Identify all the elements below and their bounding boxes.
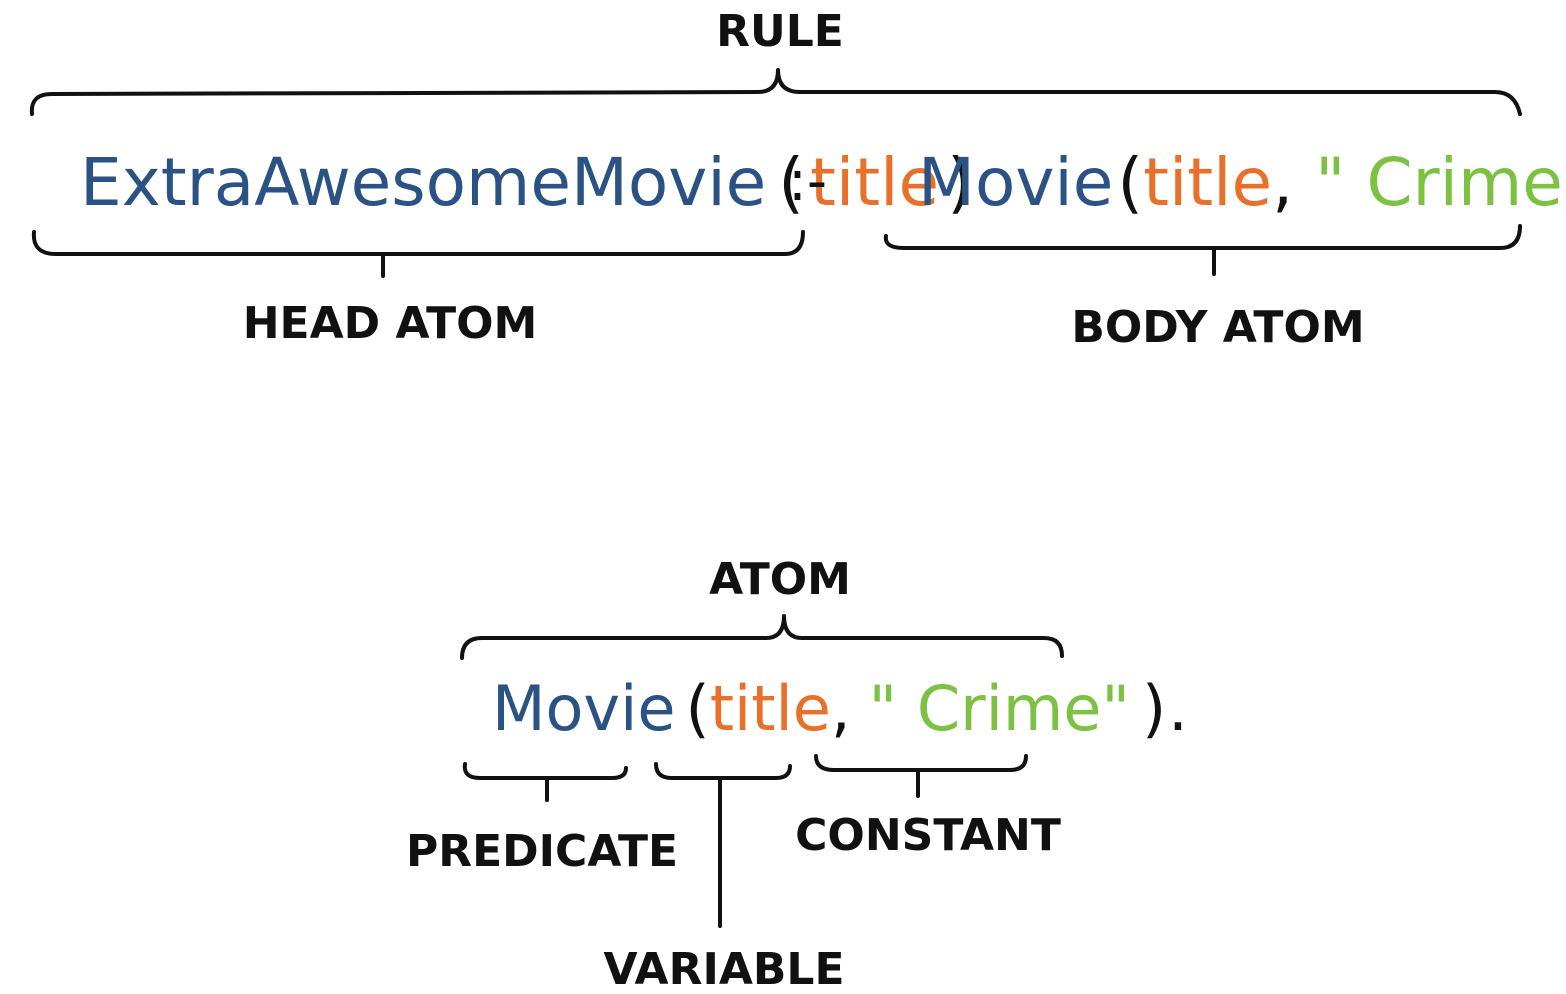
- variable-label: VARIABLE: [603, 944, 844, 994]
- body-predicate: Movie: [918, 144, 1113, 221]
- atom-expression: Movie(title," Crime").: [492, 672, 1188, 745]
- predicate-label: PREDICATE: [406, 826, 678, 877]
- atom-label: ATOM: [709, 554, 851, 605]
- atom-comma: ,: [831, 672, 851, 745]
- svg-text:Movie(title," Crime").: Movie(title," Crime").: [918, 144, 1566, 221]
- head-predicate: ExtraAwesomeMovie: [80, 144, 766, 221]
- variable-bracket: [654, 762, 792, 928]
- body-constant: " Crime": [1315, 144, 1566, 221]
- rule-separator: :-: [788, 149, 827, 214]
- rule-expression: ExtraAwesomeMovie(title) :- Movie(title,…: [80, 144, 1566, 221]
- body-atom-bracket: [883, 224, 1522, 276]
- body-comma: ,: [1272, 144, 1293, 221]
- head-atom-label: HEAD ATOM: [243, 298, 538, 349]
- atom-close-paren: ): [1142, 672, 1166, 745]
- head-close-paren: ): [947, 144, 973, 221]
- atom-variable: title: [710, 672, 831, 745]
- rule-label: RULE: [716, 6, 844, 57]
- constant-label: CONSTANT: [795, 810, 1061, 861]
- constant-bracket: [814, 754, 1028, 798]
- atom-open-paren: (: [686, 672, 710, 745]
- head-open-paren: (: [778, 144, 804, 221]
- predicate-bracket: [462, 762, 628, 802]
- body-open-paren: (: [1117, 144, 1143, 221]
- svg-text:Movie(title," Crime").: Movie(title," Crime").: [492, 672, 1188, 745]
- rule-bracket: [29, 68, 1522, 116]
- atom-constant: " Crime": [869, 672, 1130, 745]
- svg-text:ExtraAwesomeMovie(title): ExtraAwesomeMovie(title): [80, 144, 973, 221]
- body-variable: title: [1143, 144, 1272, 221]
- body-atom-label: BODY ATOM: [1071, 302, 1364, 353]
- atom-terminator: .: [1168, 672, 1188, 745]
- head-variable: title: [810, 144, 939, 221]
- head-atom-bracket: [31, 230, 805, 278]
- atom-predicate: Movie: [492, 672, 676, 745]
- atom-bracket: [460, 614, 1064, 660]
